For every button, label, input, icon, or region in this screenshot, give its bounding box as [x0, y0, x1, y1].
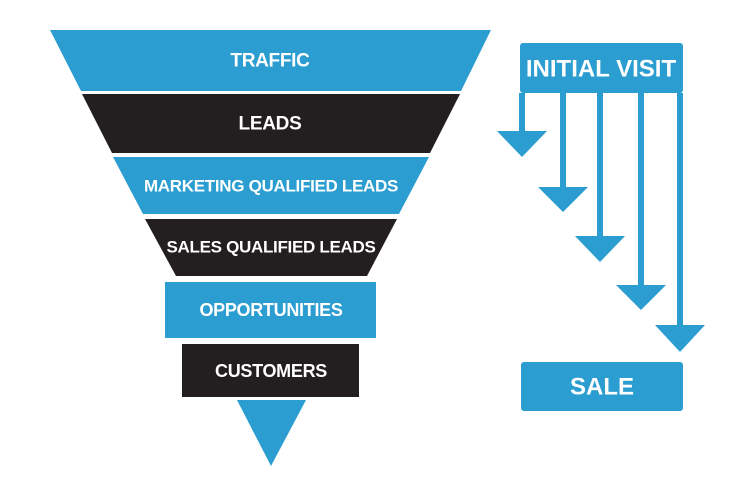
down-arrow-icon: [616, 285, 666, 310]
sale-box: SALE: [521, 362, 683, 411]
funnel-layer-label: CUSTOMERS: [215, 361, 327, 381]
down-arrow-icon: [655, 325, 705, 352]
funnel-layer-label: TRAFFIC: [230, 51, 310, 72]
funnel-layer-opportunities: OPPORTUNITIES: [165, 282, 376, 338]
sale-label: SALE: [570, 374, 634, 401]
down-arrow-icon: [497, 131, 547, 157]
funnel-layer-marketing-qualified-leads: MARKETING QUALIFIED LEADS: [113, 157, 429, 214]
funnel-layer-label: OPPORTUNITIES: [199, 300, 342, 320]
initial-visit-box: INITIAL VISIT: [520, 43, 683, 93]
down-arrow-icon: [538, 187, 588, 212]
funnel-layer-sales-qualified-leads: SALES QUALIFIED LEADS: [145, 219, 397, 276]
funnel-layer-leads: LEADS: [82, 94, 460, 153]
flow-lines: [519, 93, 683, 327]
funnel-layer-customers: CUSTOMERS: [182, 344, 359, 397]
funnel-layer-label: SALES QUALIFIED LEADS: [166, 238, 375, 257]
funnel-tip-triangle-icon: [237, 400, 306, 466]
funnel-layer-label: MARKETING QUALIFIED LEADS: [144, 177, 398, 196]
conversion-flow: INITIAL VISIT SALE: [497, 43, 705, 411]
funnel-layer-label: LEADS: [239, 114, 302, 135]
funnel: TRAFFIC LEADS MARKETING QUALIFIED LEADS …: [50, 30, 491, 466]
down-arrow-icon: [575, 236, 625, 262]
initial-visit-label: INITIAL VISIT: [526, 56, 677, 83]
funnel-layer-traffic: TRAFFIC: [50, 30, 491, 91]
